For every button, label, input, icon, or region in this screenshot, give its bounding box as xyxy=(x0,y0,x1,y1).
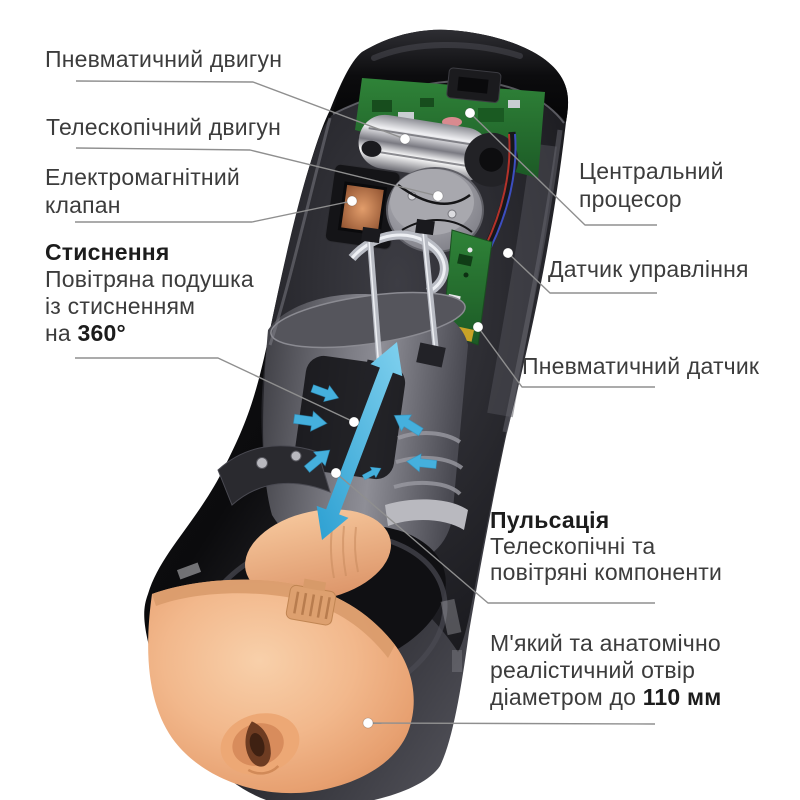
shell-highlights xyxy=(176,117,563,672)
opening-line2: реалістичний отвір xyxy=(490,657,696,683)
clamp-ring xyxy=(217,445,331,506)
anchor-dot-cpu xyxy=(464,107,476,119)
label-pneumatic-sensor: Пневматичний датчик xyxy=(522,353,760,379)
label-cpu: Центральний процесор xyxy=(579,158,724,212)
compression-title: Стиснення xyxy=(45,239,170,265)
leader-line-solenoid-valve xyxy=(75,200,353,223)
leader-line-cpu xyxy=(469,112,657,226)
usb-connector xyxy=(446,67,502,103)
leader-line-opening xyxy=(367,722,656,725)
anchor-dot-pulsation xyxy=(330,467,342,479)
leader-line-telescopic-motor xyxy=(75,147,439,197)
leader-line-control-sensor xyxy=(507,252,657,294)
solenoid-valve xyxy=(324,163,401,250)
label-pulsation: Пульсація Телескопічні та повітряні комп… xyxy=(490,507,722,585)
sleeve-tab xyxy=(285,578,337,626)
leader-line-compression xyxy=(75,357,355,423)
pulsation-line1: Телескопічні та xyxy=(490,533,656,559)
compression-line1: Повітряна подушка xyxy=(45,266,254,292)
leader-lines xyxy=(75,80,657,725)
sleeve-opening xyxy=(220,713,300,775)
chamber-metal-band xyxy=(385,499,468,530)
label-compression: Стиснення Повітряна подушка із стиснення… xyxy=(45,239,254,347)
leader-line-pneumatic-sensor xyxy=(477,326,655,388)
compression-line3: на 360° xyxy=(45,320,126,346)
anchor-dots xyxy=(330,107,514,729)
pulsation-line2: повітряні компоненти xyxy=(490,559,723,585)
label-pneumatic-motor: Пневматичний двигун xyxy=(45,46,283,72)
pulsation-title: Пульсація xyxy=(490,507,610,533)
label-solenoid-valve: Електромагнітний клапан xyxy=(45,164,240,218)
bellows-rings xyxy=(393,431,464,496)
anchor-dot-telescopic-motor xyxy=(432,190,444,202)
label-control-sensor: Датчик управління xyxy=(548,256,749,282)
compression-line2: із стисненням xyxy=(45,293,196,319)
leader-line-pulsation xyxy=(335,472,655,604)
label-opening: М'який та анатомічно реалістичний отвір … xyxy=(490,630,721,711)
sleeve xyxy=(148,578,414,794)
flesh-dome xyxy=(245,509,391,601)
cap-sheen xyxy=(371,41,523,61)
anchor-dot-pneumatic-motor xyxy=(399,133,411,145)
guide-rod-right xyxy=(415,218,446,368)
anchor-dot-compression xyxy=(348,416,360,428)
opening-line3: діаметром до 110 мм xyxy=(490,684,722,710)
label-telescopic-motor: Телескопічний двигун xyxy=(46,114,282,140)
opening-line1: М'який та анатомічно xyxy=(490,630,721,656)
anchor-dot-pneumatic-sensor xyxy=(472,321,484,333)
leader-line-pneumatic-motor xyxy=(75,80,406,140)
anchor-dot-control-sensor xyxy=(502,247,514,259)
anchor-dot-solenoid-valve xyxy=(346,195,358,207)
telescopic-motor xyxy=(386,167,484,253)
pulsation-double-arrow-icon xyxy=(316,342,403,540)
pneumatic-motor xyxy=(358,114,519,187)
anchor-dot-opening xyxy=(362,717,374,729)
